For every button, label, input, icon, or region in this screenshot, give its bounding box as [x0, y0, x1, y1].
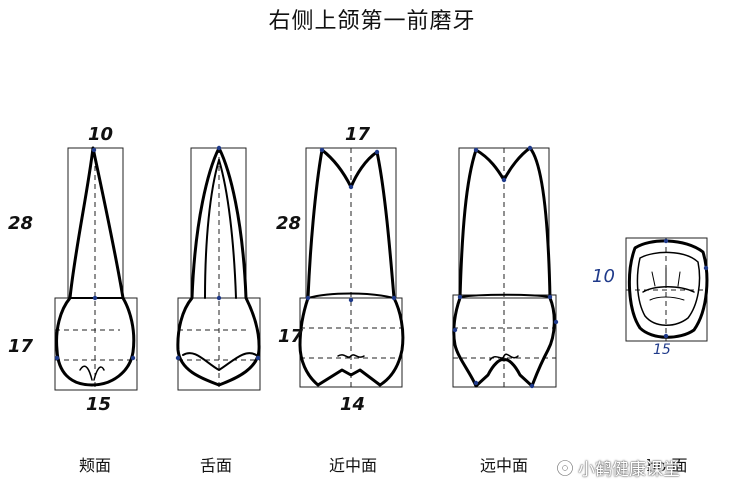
view-label-lingual: 舌面 [199, 456, 232, 475]
occlusal-bottom-measure: 15 [653, 342, 671, 358]
occlusal-outline [627, 239, 709, 339]
buccal-top-measure: 10 [88, 124, 114, 145]
view-label-occlusal: ho 面 [646, 456, 688, 475]
view-label-mesial: 近中面 [328, 456, 377, 475]
mesial-top-measure: 17 [345, 124, 371, 145]
page-title: 右侧上颌第一前磨牙 [268, 9, 476, 34]
left-measure-28-b: 28 [276, 213, 302, 234]
view-label-buccal: 颊面 [78, 456, 111, 475]
left-measure-17-a: 17 [8, 336, 34, 357]
watermark-text: 小鹤健康课堂 [578, 460, 680, 480]
view-label-distal: 远中面 [479, 456, 528, 475]
watermark-icon [556, 459, 574, 477]
left-measure-17-b: 17 [278, 326, 304, 347]
lingual-outline [176, 146, 261, 387]
left-measure-28-a: 28 [8, 213, 34, 234]
buccal-bottom-measure: 15 [86, 394, 112, 415]
occlusal-left-measure: 10 [592, 266, 615, 287]
mesial-bottom-measure: 14 [340, 394, 366, 415]
buccal-outline [55, 146, 136, 387]
